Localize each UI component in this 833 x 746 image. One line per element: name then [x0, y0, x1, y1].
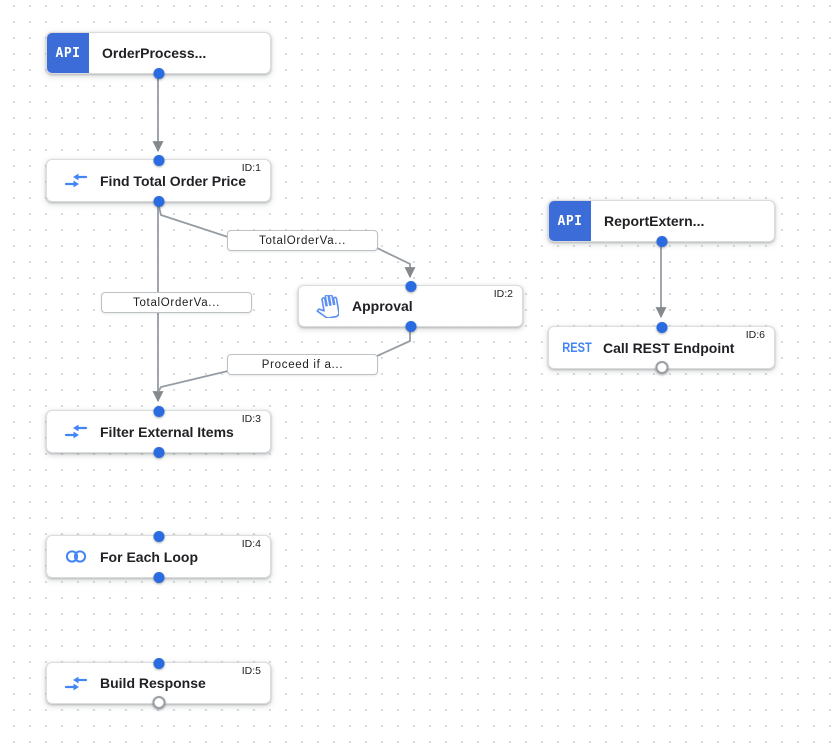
node-call-rest-endpoint[interactable]: ID:6 REST Call REST Endpoint [548, 321, 775, 374]
api-trigger-badge: API [47, 33, 89, 73]
data-mapping-icon [62, 172, 89, 189]
input-connector[interactable] [656, 321, 667, 333]
for-each-loop-icon [62, 549, 89, 564]
node-id-label: ID:4 [241, 538, 261, 550]
node-title: Find Total Order Price [100, 172, 246, 189]
api-trigger-badge: API [549, 201, 591, 241]
node-title: ReportExtern... [604, 213, 705, 229]
edge-label-totalorder-to-filter[interactable]: TotalOrderVa... [101, 292, 252, 313]
node-approval[interactable]: ID:2 Approval [298, 280, 523, 332]
input-connector[interactable] [153, 657, 164, 669]
node-title: Call REST Endpoint [603, 339, 735, 356]
output-connector[interactable] [153, 67, 164, 79]
node-id-label: ID:3 [241, 413, 261, 425]
output-connector[interactable] [153, 446, 164, 458]
output-connector[interactable] [656, 235, 667, 247]
node-id-label: ID:1 [241, 162, 261, 174]
node-filter-external-items[interactable]: ID:3 Filter External Items [46, 405, 271, 458]
node-id-label: ID:2 [493, 288, 513, 300]
data-mapping-icon [62, 675, 89, 692]
node-title: Build Response [100, 675, 206, 691]
node-trigger-orderprocess[interactable]: API OrderProcess... [46, 32, 271, 79]
node-build-response[interactable]: ID:5 Build Response [46, 657, 271, 709]
node-title: Approval [352, 298, 413, 314]
approval-hand-icon [314, 294, 341, 318]
node-title: Filter External Items [100, 423, 234, 440]
input-connector[interactable] [153, 405, 164, 417]
node-title: OrderProcess... [102, 45, 207, 61]
node-id-label: ID:6 [745, 329, 765, 341]
rest-text-icon: REST [562, 340, 592, 355]
input-connector[interactable] [153, 154, 164, 166]
output-connector[interactable] [153, 571, 164, 583]
edge-label-totalorder-to-approval[interactable]: TotalOrderVa... [227, 230, 378, 251]
output-connector-open[interactable] [655, 360, 668, 374]
node-find-total-order-price[interactable]: ID:1 Find Total Order Price [46, 154, 271, 207]
input-connector[interactable] [405, 280, 416, 292]
node-title: For Each Loop [100, 548, 198, 565]
output-connector[interactable] [405, 320, 416, 332]
edge-label-proceed-if[interactable]: Proceed if a... [227, 354, 378, 375]
input-connector[interactable] [153, 530, 164, 542]
node-for-each-loop[interactable]: ID:4 For Each Loop [46, 530, 271, 583]
output-connector-open[interactable] [152, 695, 165, 709]
output-connector[interactable] [153, 195, 164, 207]
node-id-label: ID:5 [241, 665, 261, 677]
data-mapping-icon [62, 423, 89, 440]
node-trigger-reportextern[interactable]: API ReportExtern... [548, 200, 775, 247]
